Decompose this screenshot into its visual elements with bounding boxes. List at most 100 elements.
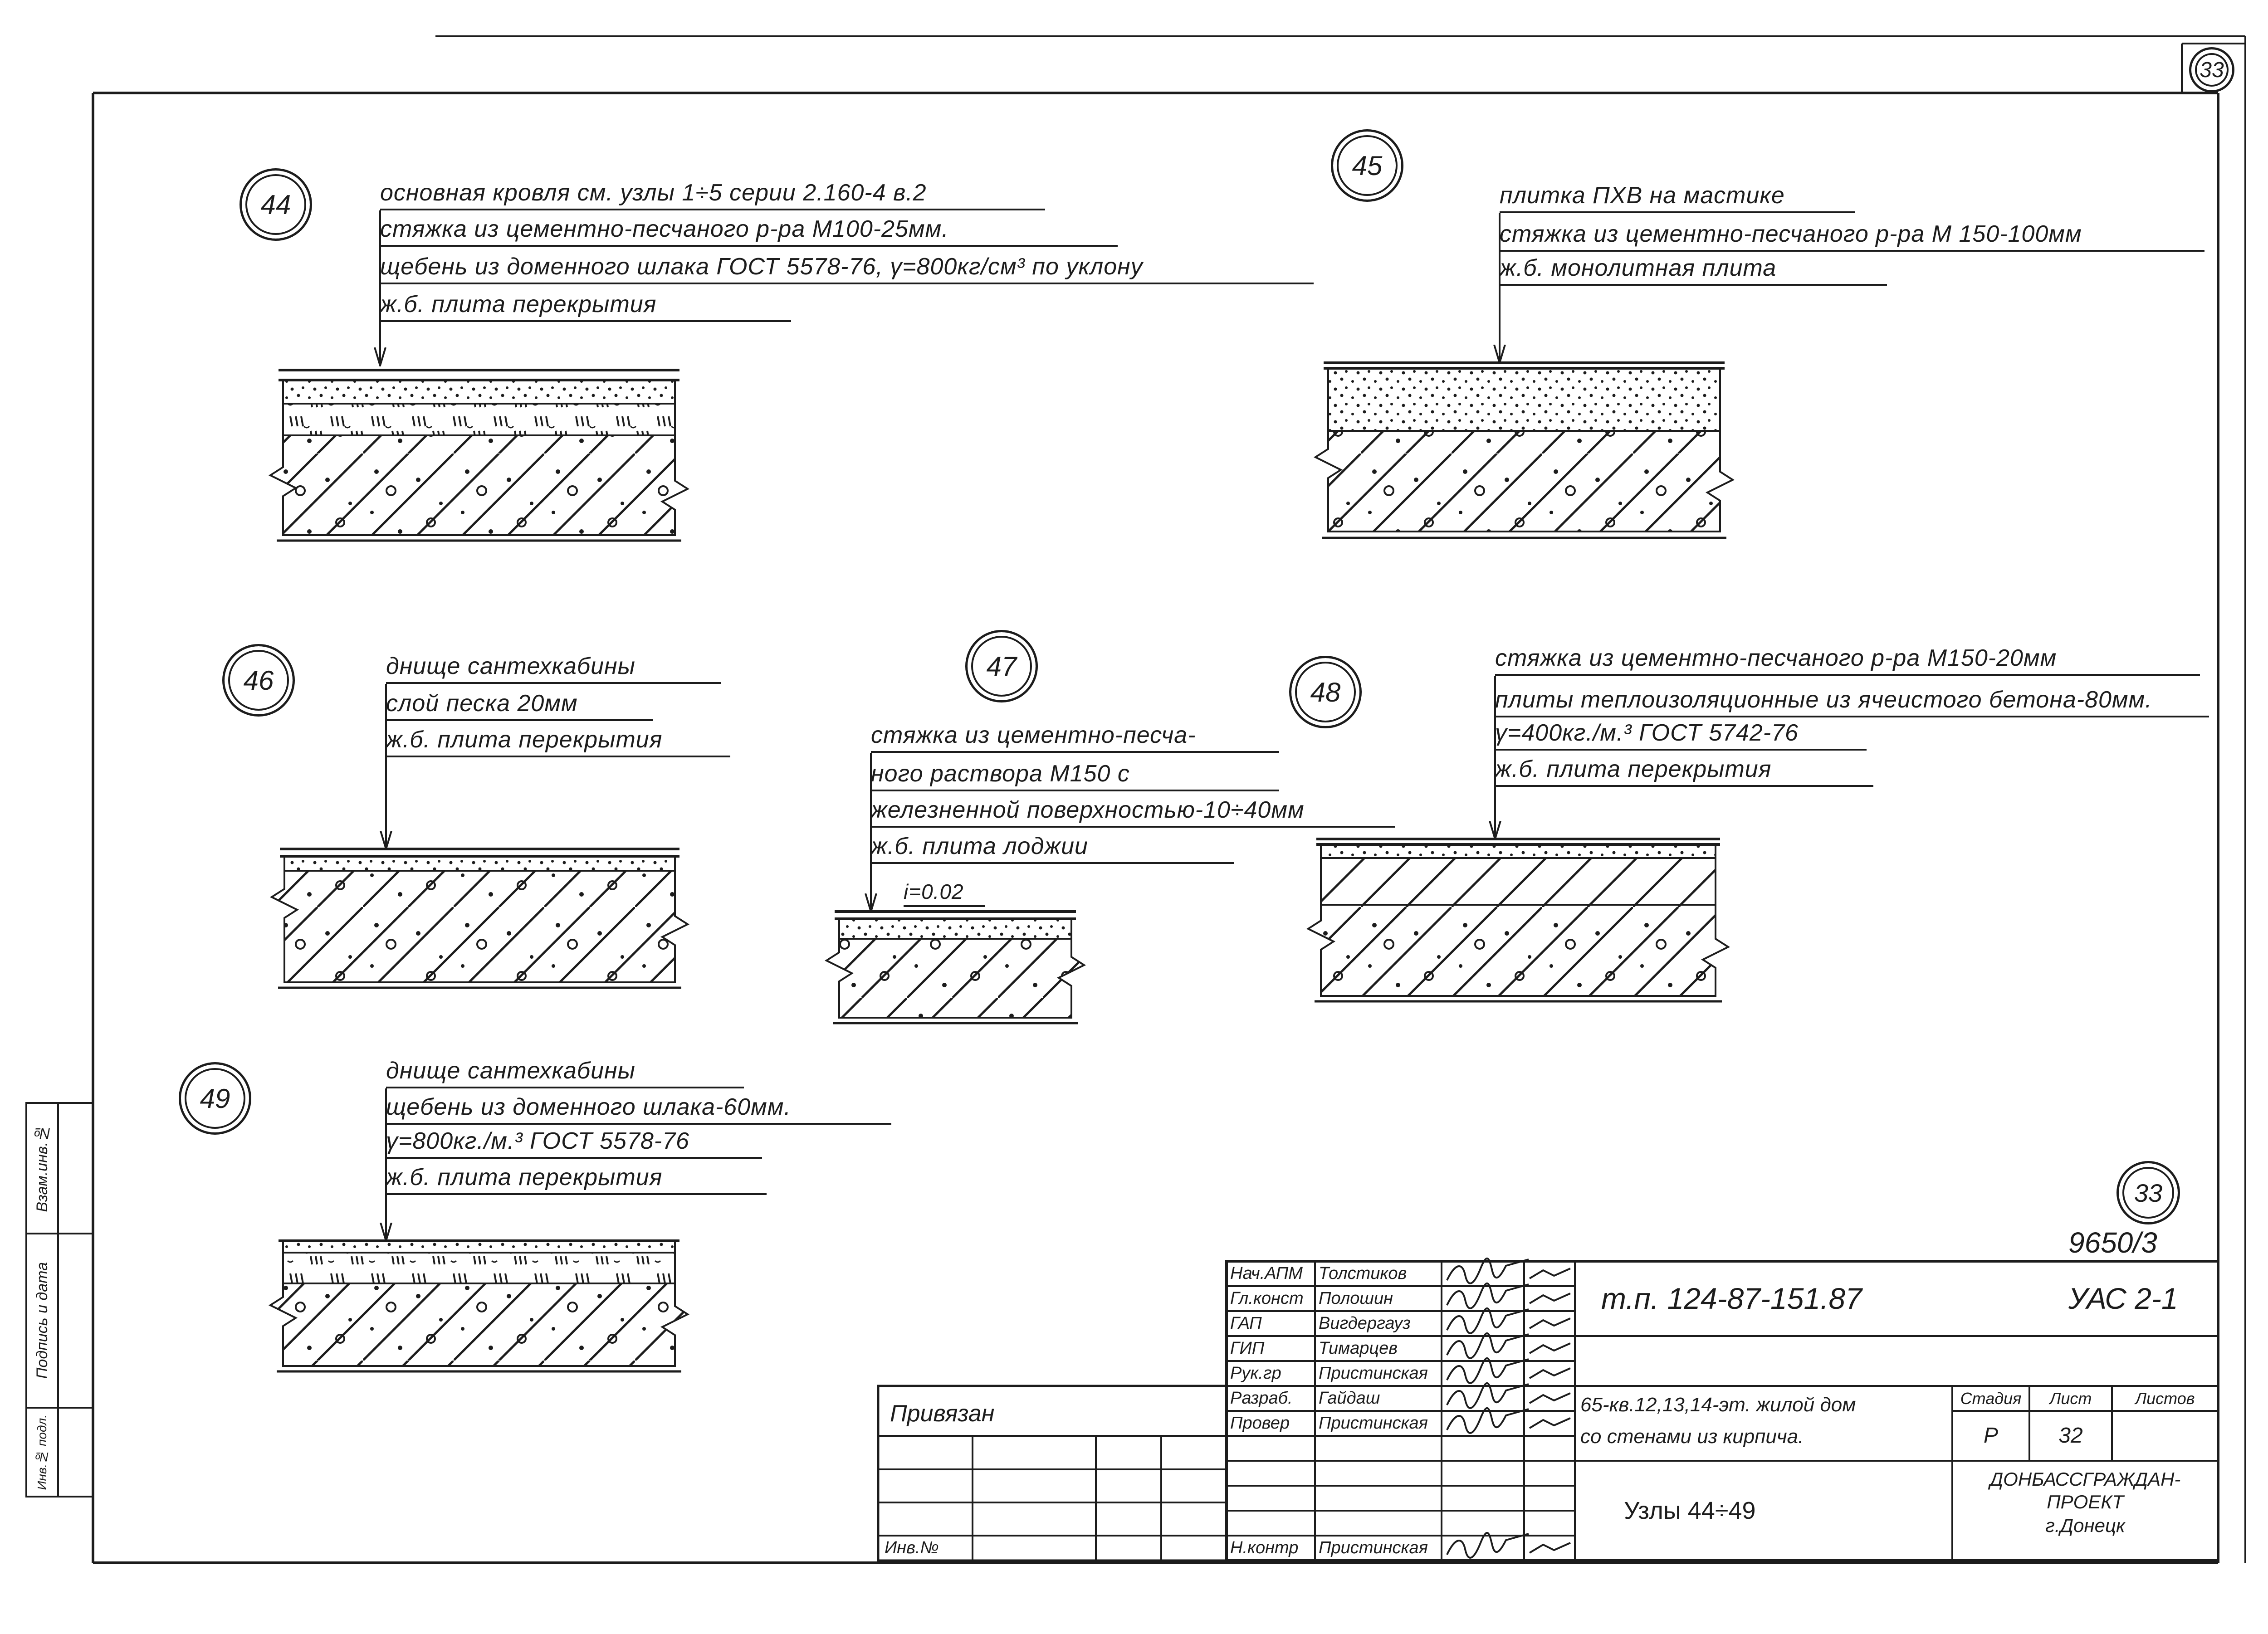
detail-48-screed-layer	[1320, 844, 1716, 859]
object-name-line-1: 65-кв.12,13,14-эт. жилой дом	[1580, 1394, 1856, 1416]
detail-49-label-density: γ=800кг./м.³ ГОСТ 5578-76	[386, 1127, 762, 1159]
detail-44-label-slag: щебень из доменного шлака ГОСТ 5578-76, …	[380, 253, 1314, 284]
detail-48-label-slab: ж.б. плита перекрытия	[1495, 755, 1873, 787]
detail-44-number: 44	[240, 168, 312, 241]
role-label: Н.контр	[1230, 1538, 1299, 1557]
detail-48-slab	[1306, 904, 1730, 997]
person-name: Вигдергауз	[1319, 1314, 1411, 1333]
detail-49-sand-layer	[282, 1240, 676, 1254]
detail-45-slab	[1313, 430, 1735, 532]
detail-47-number: 47	[965, 630, 1038, 702]
detail-49-slab	[268, 1283, 690, 1367]
date-mark	[1529, 1293, 1571, 1304]
detail-49-label-cabin-floor: днище сантехкабины	[386, 1057, 744, 1088]
detail-46-label-slab: ж.б. плита перекрытия	[386, 726, 730, 757]
signature-mark	[1446, 1382, 1529, 1409]
date-mark	[1529, 1317, 1571, 1329]
sheets-header: Листов	[2135, 1389, 2195, 1408]
date-mark	[1529, 1367, 1571, 1379]
detail-49-number: 49	[179, 1062, 251, 1135]
side-stamp-signature-date: Подпись и дата	[33, 1262, 51, 1379]
detail-47-label-screed-1: стяжка из цементно-песча-	[871, 721, 1279, 753]
role-label: Рук.гр	[1230, 1364, 1281, 1383]
person-name: Пристинская	[1319, 1538, 1428, 1557]
role-label: Гл.конст	[1230, 1289, 1304, 1308]
detail-45-label-slab: ж.б. монолитная плита	[1500, 254, 1887, 286]
organization-city: г.Донецк	[2045, 1515, 2125, 1536]
binding-label: Привязан	[890, 1400, 995, 1427]
person-name: Пристинская	[1319, 1364, 1428, 1383]
archive-code: 9650/3	[2068, 1226, 2157, 1259]
detail-44-label-slab: ж.б. плита перекрытия	[380, 290, 791, 322]
role-label: Провер	[1230, 1414, 1290, 1433]
detail-44-label-screed: стяжка из цементно-песчаного р-ра М100-2…	[380, 215, 1118, 247]
corner-sheet-number: 33	[2189, 47, 2234, 93]
stage-value: Р	[1983, 1424, 1998, 1448]
detail-47-label-screed-2: ного раствора М150 с	[871, 760, 1279, 791]
date-mark	[1529, 1542, 1571, 1554]
signature-mark	[1446, 1257, 1529, 1284]
signature-mark	[1446, 1407, 1529, 1434]
detail-48-number: 48	[1289, 656, 1362, 728]
detail-47-screed-layer	[838, 918, 1072, 940]
detail-48-label-insulation: плиты теплоизоляционные из ячеистого бет…	[1495, 686, 2209, 717]
detail-47-slope-label: i=0.02	[904, 879, 985, 907]
project-designation: т.п. 124-87-151.87	[1601, 1282, 1862, 1315]
signature-mark	[1446, 1532, 1529, 1559]
detail-45-label-tile: плитка ПХВ на мастике	[1500, 181, 1855, 213]
person-name: Пристинская	[1319, 1414, 1428, 1433]
inventory-label: Инв.№	[885, 1538, 939, 1557]
signature-mark	[1446, 1282, 1529, 1309]
date-mark	[1529, 1392, 1571, 1404]
organization-line-2: ПРОЕКТ	[2047, 1491, 2124, 1512]
detail-46-label-sand: слой песка 20мм	[386, 689, 653, 721]
detail-49-label-slag: щебень из доменного шлака-60мм.	[386, 1093, 891, 1125]
signature-mark	[1446, 1307, 1529, 1334]
person-name: Тимарцев	[1319, 1339, 1398, 1358]
person-name: Полошин	[1319, 1289, 1393, 1308]
stage-header: Стадия	[1960, 1389, 2022, 1408]
person-name: Гайдаш	[1319, 1389, 1380, 1408]
role-label: ГИП	[1230, 1339, 1265, 1358]
detail-45-number: 45	[1331, 129, 1403, 202]
detail-46-sand-layer	[284, 855, 676, 872]
sheet-value: 32	[2058, 1424, 2083, 1448]
detail-49-label-slab: ж.б. плита перекрытия	[386, 1163, 767, 1195]
detail-47-label-screed-3: железненной поверхностью-10÷40мм	[871, 796, 1395, 828]
detail-48-insulation-layer	[1320, 857, 1716, 906]
detail-44-slag-layer	[282, 403, 676, 436]
detail-45-label-screed: стяжка из цементно-песчаного р-ра М 150-…	[1500, 220, 2204, 252]
role-label: ГАП	[1230, 1314, 1262, 1333]
side-stamp-border	[25, 1102, 94, 1497]
role-label: Разраб.	[1230, 1389, 1293, 1408]
detail-44-screed-layer	[282, 379, 676, 405]
detail-49-slag-layer	[282, 1252, 676, 1284]
date-mark	[1529, 1417, 1571, 1429]
organization-line-1: ДОНБАССГРАЖДАН-	[1989, 1468, 2181, 1490]
date-mark	[1529, 1342, 1571, 1354]
person-name: Толстиков	[1319, 1264, 1407, 1283]
detail-48-label-screed: стяжка из цементно-песчаного р-ра М150-2…	[1495, 644, 2200, 676]
drawing-title: Узлы 44÷49	[1624, 1497, 1756, 1524]
object-name-line-2: со стенами из кирпича.	[1580, 1425, 1804, 1448]
side-stamp-original-inv-cell: Инв.№ подл.	[26, 1408, 58, 1497]
side-stamp-replaced-inv: Взам.инв.№	[33, 1124, 51, 1212]
detail-46-slab	[269, 870, 690, 983]
detail-45-screed-layer	[1327, 367, 1721, 432]
sheet-mark: 33	[2116, 1161, 2180, 1224]
detail-48-label-density: γ=400кг./м.³ ГОСТ 5742-76	[1495, 719, 1867, 751]
side-stamp-original-inv: Инв.№ подл.	[35, 1414, 49, 1490]
side-stamp-signature-date-cell: Подпись и дата	[26, 1234, 58, 1408]
signature-mark	[1446, 1332, 1529, 1359]
detail-47-label-slab: ж.б. плита лоджии	[871, 832, 1234, 864]
detail-44-slab	[268, 434, 690, 536]
detail-47-slab	[824, 938, 1086, 1019]
side-stamp-replaced-inv-cell: Взам.инв.№	[26, 1103, 58, 1234]
binding-block-border	[877, 1385, 1228, 1562]
date-mark	[1529, 1268, 1571, 1279]
detail-44-label-roof: основная кровля см. узлы 1÷5 серии 2.160…	[380, 179, 1045, 210]
detail-46-label-cabin-floor: днище сантехкабины	[386, 652, 721, 684]
sheet-header: Лист	[2049, 1389, 2092, 1408]
role-label: Нач.АПМ	[1230, 1264, 1303, 1283]
